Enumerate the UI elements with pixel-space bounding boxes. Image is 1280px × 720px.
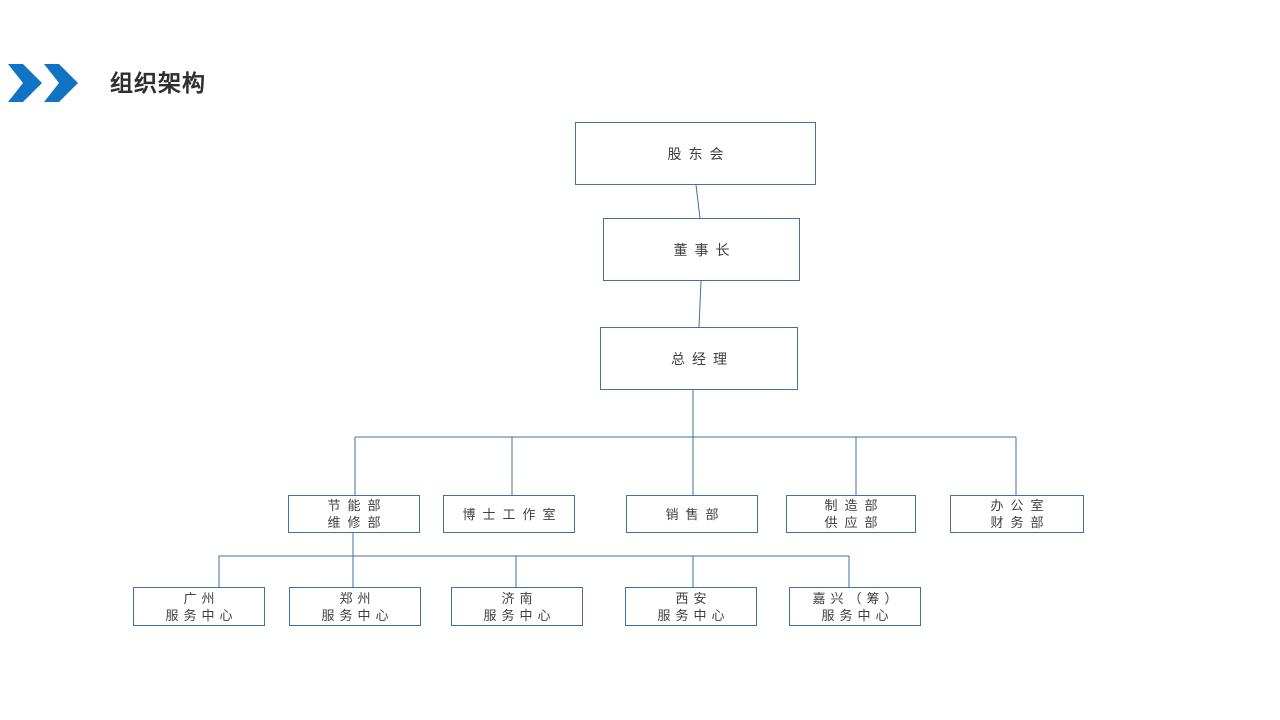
org-node-shareholders: 股东会 xyxy=(575,122,816,185)
org-node-manufacturing-supply: 制造部 供应部 xyxy=(786,495,916,533)
org-node-guangzhou-center: 广州 服务中心 xyxy=(133,587,265,626)
org-node-label: 财务部 xyxy=(990,515,1051,530)
double-chevron-icon xyxy=(8,64,78,102)
org-node-label: 博士工作室 xyxy=(462,506,563,522)
connector-shareholders-chairman xyxy=(695,184,701,219)
org-node-label: 董事长 xyxy=(673,241,737,258)
org-node-chairman: 董事长 xyxy=(603,218,800,281)
org-node-sales-dept: 销售部 xyxy=(626,495,758,533)
org-node-label: 销售部 xyxy=(665,506,726,522)
org-node-energy-maintenance: 节能部 维修部 xyxy=(288,495,420,533)
org-node-zhengzhou-center: 郑州 服务中心 xyxy=(289,587,421,626)
org-node-label: 广州 xyxy=(183,590,220,606)
org-node-label: 节能部 xyxy=(327,498,388,513)
org-node-label: 服务中心 xyxy=(321,607,394,623)
org-node-label: 制造部 xyxy=(824,498,885,513)
chevron-left xyxy=(8,64,42,102)
org-node-jinan-center: 济南 服务中心 xyxy=(451,587,583,626)
chevron-right xyxy=(44,64,78,102)
org-node-label: 西安 xyxy=(675,590,712,606)
org-node-label: 济南 xyxy=(501,590,538,606)
org-node-label: 服务中心 xyxy=(821,607,894,623)
page-title: 组织架构 xyxy=(110,70,206,96)
org-node-doctor-studio: 博士工作室 xyxy=(443,495,575,533)
org-node-general-manager: 总经理 xyxy=(600,327,798,390)
org-node-label: 服务中心 xyxy=(165,607,238,623)
org-node-label: 郑州 xyxy=(339,590,376,606)
org-node-jiaxing-center: 嘉兴（筹） 服务中心 xyxy=(789,587,921,626)
org-node-label: 供应部 xyxy=(824,515,885,530)
org-node-label: 股东会 xyxy=(667,145,731,162)
org-node-label: 维修部 xyxy=(327,515,388,530)
org-node-office-finance: 办公室 财务部 xyxy=(950,495,1084,533)
org-node-label: 嘉兴（筹） xyxy=(812,590,903,606)
org-node-label: 服务中心 xyxy=(483,607,556,623)
chevron-group xyxy=(8,64,78,102)
org-node-label: 总经理 xyxy=(671,350,734,367)
org-node-xian-center: 西安 服务中心 xyxy=(625,587,757,626)
connector-chairman-gm xyxy=(698,280,702,328)
org-node-label: 办公室 xyxy=(990,498,1051,513)
org-node-label: 服务中心 xyxy=(657,607,730,623)
